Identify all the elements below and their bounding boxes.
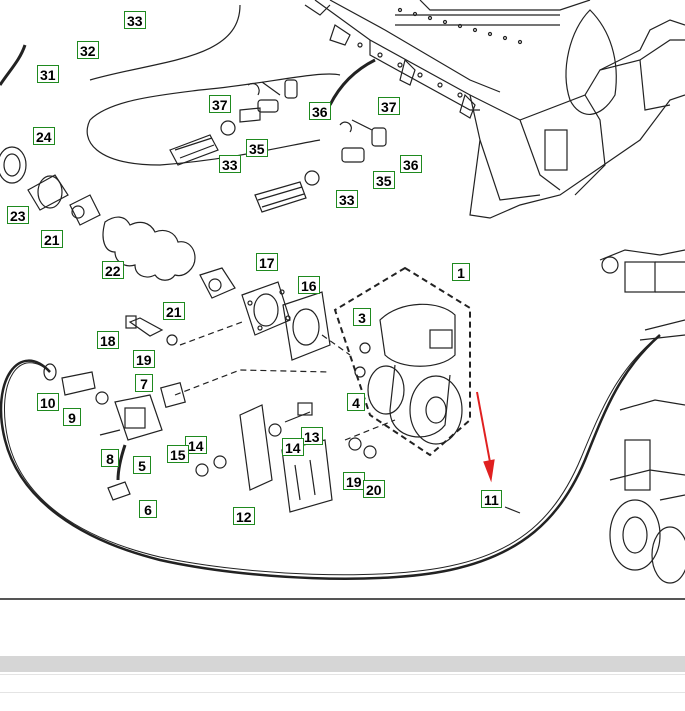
dashed-outline-top — [86, 73, 341, 166]
machine-frame — [304, 0, 685, 219]
callout-37-b[interactable]: 37 — [378, 97, 400, 115]
callout-7[interactable]: 7 — [135, 374, 153, 392]
left-cable-loop — [0, 334, 661, 580]
callout-10[interactable]: 10 — [37, 393, 59, 411]
callout-36-a[interactable]: 36 — [309, 102, 331, 120]
callout-18[interactable]: 18 — [97, 331, 119, 349]
callout-11[interactable]: 11 — [481, 490, 502, 508]
sensor-group-lower — [254, 119, 387, 213]
callout-8[interactable]: 8 — [101, 449, 119, 467]
rivet-row-lower — [357, 42, 463, 98]
panel-top-border — [0, 598, 685, 600]
callout-14-b[interactable]: 14 — [282, 438, 304, 456]
panel-divider-1 — [0, 674, 685, 675]
callout-3[interactable]: 3 — [353, 308, 371, 326]
upper-cable — [328, 58, 376, 106]
leader-dash-lines — [174, 321, 396, 441]
callout-13[interactable]: 13 — [301, 427, 323, 445]
callout-5[interactable]: 5 — [133, 456, 151, 474]
callout-19-a[interactable]: 19 — [133, 350, 155, 368]
callout-33-c[interactable]: 33 — [336, 190, 358, 208]
callout-21-a[interactable]: 21 — [41, 230, 63, 248]
sensor-group-upper — [169, 79, 298, 166]
parts-diagram: 33 32 31 37 36 37 33 35 36 35 33 24 23 2… — [0, 0, 685, 584]
callout-21-b[interactable]: 21 — [163, 302, 185, 320]
callout-17[interactable]: 17 — [256, 253, 278, 271]
bottom-panel — [0, 598, 685, 711]
callout-12[interactable]: 12 — [233, 507, 255, 525]
callout-33-a[interactable]: 33 — [124, 11, 146, 29]
callout-20[interactable]: 20 — [363, 480, 385, 498]
exploded-parts-drawing — [0, 0, 685, 584]
left-cable-loop-inner — [4, 337, 657, 576]
flanges — [241, 281, 331, 361]
bracket-assembly — [195, 402, 377, 513]
callout-22[interactable]: 22 — [102, 261, 124, 279]
panel-divider-2 — [0, 692, 685, 693]
callout-24[interactable]: 24 — [33, 127, 55, 145]
callout-36-b[interactable]: 36 — [400, 155, 422, 173]
callout-19-b[interactable]: 19 — [343, 472, 365, 490]
callout-35-a[interactable]: 35 — [246, 139, 268, 157]
connector-set — [43, 363, 186, 501]
callout-37-a[interactable]: 37 — [209, 95, 231, 113]
panel-grey-band — [0, 656, 685, 672]
rivet-row-upper — [397, 7, 523, 45]
callout-32[interactable]: 32 — [77, 41, 99, 59]
callout-23[interactable]: 23 — [7, 206, 29, 224]
bolt-washer-left — [125, 315, 178, 346]
callout-33-b[interactable]: 33 — [219, 155, 241, 173]
flow-meter-assembly — [333, 266, 471, 457]
callout-16[interactable]: 16 — [298, 276, 320, 294]
callout-35-b[interactable]: 35 — [373, 171, 395, 189]
callout-31[interactable]: 31 — [37, 65, 59, 83]
dashed-outline-top-inner — [89, 4, 241, 81]
callout-1[interactable]: 1 — [452, 263, 470, 281]
callout-4[interactable]: 4 — [347, 393, 365, 411]
red-arrow — [476, 391, 495, 483]
fitting-stack-left — [0, 146, 236, 299]
callout-6[interactable]: 6 — [139, 500, 157, 518]
callout-15[interactable]: 15 — [167, 445, 189, 463]
callout-9[interactable]: 9 — [63, 408, 81, 426]
right-assembly-partial — [599, 249, 685, 341]
tractor-partial — [609, 399, 685, 584]
callout-11-leader — [504, 506, 521, 514]
upper-left-cable — [0, 44, 27, 86]
